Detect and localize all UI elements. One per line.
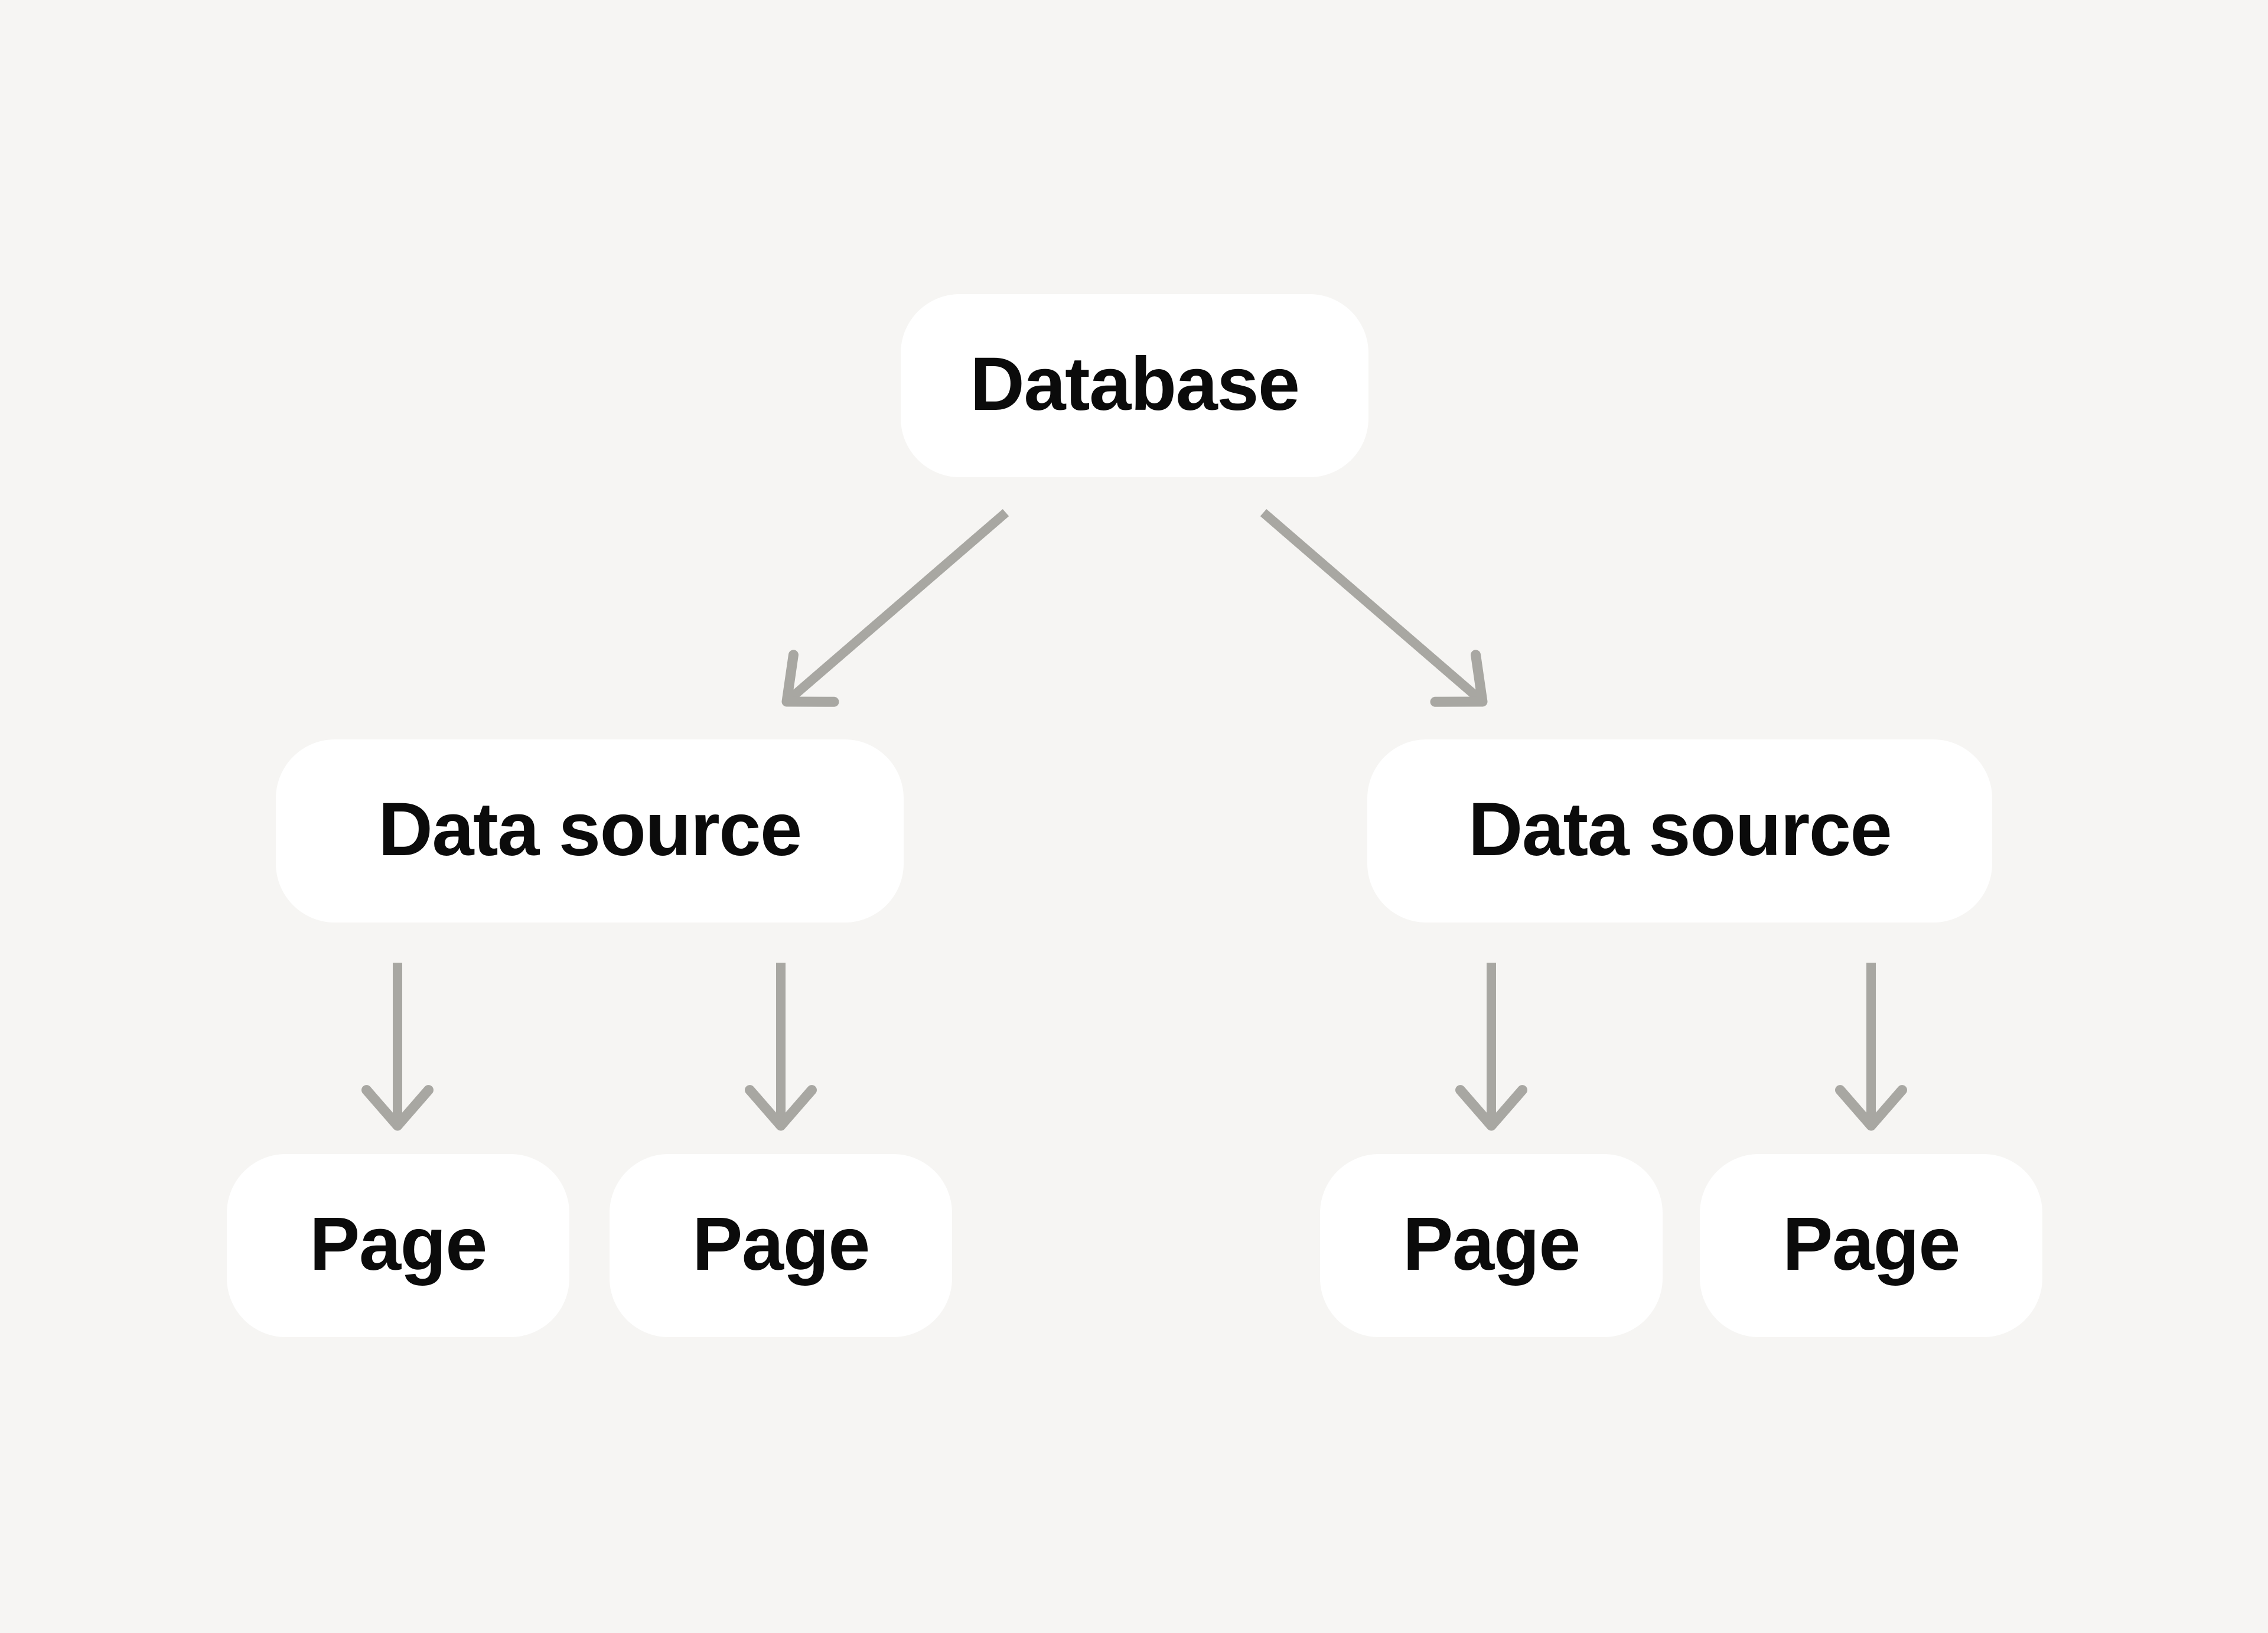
arrow-data-source-left-to-page-2 [745,963,817,1131]
node-page-1-label: Page [309,1202,487,1286]
node-page-4-label: Page [1783,1202,1960,1286]
node-data-source-right-label: Data source [1468,787,1892,872]
node-page-3-label: Page [1403,1202,1581,1286]
node-page-3: Page [1320,1154,1663,1337]
arrow-database-to-data-source-left [781,509,1009,707]
node-data-source-right: Data source [1367,739,1992,923]
node-data-source-left-label: Data source [378,787,802,872]
arrow-database-to-data-source-right [1260,509,1488,707]
arrow-data-source-left-to-page-1 [361,963,434,1131]
node-database: Database [901,294,1368,477]
arrow-data-source-right-to-page-3 [1455,963,1527,1131]
arrow-data-source-right-to-page-4 [1835,963,1907,1131]
node-page-1: Page [227,1154,569,1337]
node-page-4: Page [1700,1154,2042,1337]
node-database-label: Database [970,342,1300,426]
node-page-2-label: Page [692,1202,870,1286]
node-page-2: Page [610,1154,952,1337]
node-data-source-left: Data source [276,739,904,923]
